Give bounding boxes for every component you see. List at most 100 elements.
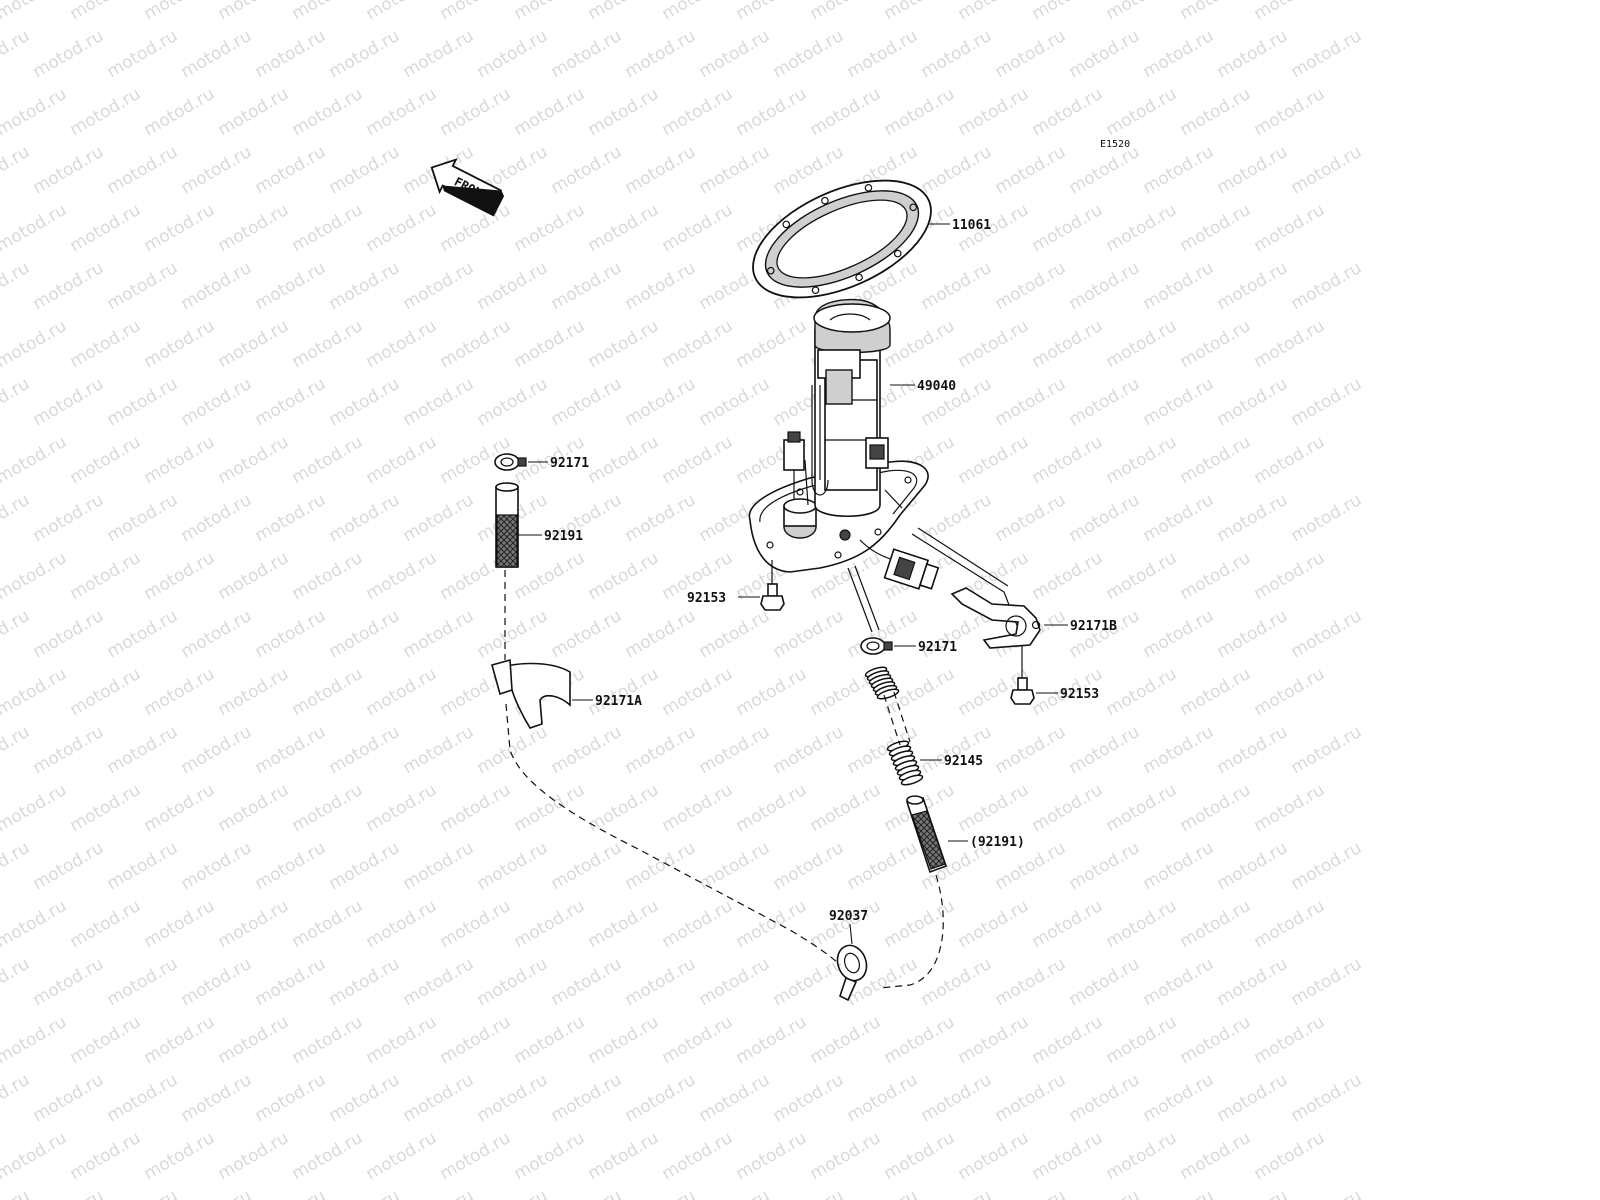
watermark-text: motod.ru — [585, 1128, 663, 1184]
watermark-text: motod.ru — [770, 26, 848, 82]
watermark-text: motod.ru — [659, 780, 737, 836]
watermark-text: motod.ru — [474, 838, 552, 894]
watermark-text: motod.ru — [1066, 374, 1144, 430]
clamp-top — [494, 453, 527, 471]
watermark-text: motod.ru — [289, 0, 367, 24]
watermark-text: motod.ru — [1214, 838, 1292, 894]
watermark-text: motod.ru — [1103, 432, 1181, 488]
watermark-text: motod.ru — [807, 780, 885, 836]
watermark-text: motod.ru — [326, 606, 404, 662]
watermark-text: motod.ru — [844, 1186, 922, 1200]
watermark-text: motod.ru — [1214, 1070, 1292, 1126]
watermark-text: motod.ru — [548, 26, 626, 82]
watermark-text: motod.ru — [215, 1128, 293, 1184]
watermark-text: motod.ru — [0, 26, 33, 82]
watermark-text: motod.ru — [696, 1070, 774, 1126]
watermark-text: motod.ru — [474, 374, 552, 430]
watermark-text: motod.ru — [918, 490, 996, 546]
watermark-text: motod.ru — [289, 84, 367, 140]
watermark-text: motod.ru — [104, 26, 182, 82]
watermark-text: motod.ru — [437, 316, 515, 372]
watermark-text: motod.ru — [0, 84, 70, 140]
watermark-text: motod.ru — [1288, 838, 1366, 894]
watermark-text: motod.ru — [1103, 548, 1181, 604]
watermark-text: motod.ru — [1251, 896, 1329, 952]
watermark-text: motod.ru — [178, 954, 256, 1010]
watermark-text: motod.ru — [400, 954, 478, 1010]
watermark-text: motod.ru — [400, 606, 478, 662]
watermark-text: motod.ru — [511, 84, 589, 140]
watermark-text: motod.ru — [30, 954, 108, 1010]
watermark-text: motod.ru — [141, 1128, 219, 1184]
watermark-text: motod.ru — [252, 26, 330, 82]
watermark-text: motod.ru — [104, 838, 182, 894]
watermark-text: motod.ru — [0, 896, 70, 952]
watermark-text: motod.ru — [918, 1070, 996, 1126]
watermark-text: motod.ru — [178, 838, 256, 894]
watermark-text: motod.ru — [622, 26, 700, 82]
watermark-text: motod.ru — [0, 200, 70, 256]
watermark-text: motod.ru — [141, 432, 219, 488]
watermark-text: motod.ru — [0, 664, 70, 720]
watermark-text: motod.ru — [67, 548, 145, 604]
watermark-text: motod.ru — [696, 1186, 774, 1200]
watermark-text: motod.ru — [881, 896, 959, 952]
watermark-text: motod.ru — [67, 896, 145, 952]
watermark-text: motod.ru — [659, 84, 737, 140]
watermark-text: motod.ru — [955, 896, 1033, 952]
watermark-text: motod.ru — [0, 374, 33, 430]
watermark-text: motod.ru — [659, 664, 737, 720]
watermark-text: motod.ru — [1288, 26, 1366, 82]
watermark-text: motod.ru — [992, 258, 1070, 314]
watermark-text: motod.ru — [215, 548, 293, 604]
watermark-text: motod.ru — [437, 1012, 515, 1068]
watermark-text: motod.ru — [67, 1012, 145, 1068]
label-11061: 11061 — [952, 218, 991, 233]
watermark-text: motod.ru — [844, 26, 922, 82]
watermark-text: motod.ru — [511, 200, 589, 256]
watermark-text: motod.ru — [252, 258, 330, 314]
watermark-text: motod.ru — [807, 1128, 885, 1184]
watermark-text: motod.ru — [0, 606, 33, 662]
watermark-text: motod.ru — [67, 1128, 145, 1184]
watermark-text: motod.ru — [585, 896, 663, 952]
diagram-code: E1520 — [1100, 139, 1130, 150]
watermark-text: motod.ru — [1103, 1012, 1181, 1068]
watermark-text: motod.ru — [1103, 316, 1181, 372]
watermark-text: motod.ru — [844, 606, 922, 662]
watermark-text: motod.ru — [511, 780, 589, 836]
watermark-text: motod.ru — [1140, 1070, 1218, 1126]
watermark-text: motod.ru — [1029, 432, 1107, 488]
watermark-text: motod.ru — [1214, 258, 1292, 314]
watermark-text: motod.ru — [30, 26, 108, 82]
watermark-text: motod.ru — [1177, 1128, 1255, 1184]
watermark-text: motod.ru — [1177, 896, 1255, 952]
watermark-text: motod.ru — [955, 432, 1033, 488]
watermark-text: motod.ru — [511, 548, 589, 604]
watermark-text: motod.ru — [30, 142, 108, 198]
watermark-text: motod.ru — [659, 1128, 737, 1184]
watermark-text: motod.ru — [733, 1012, 811, 1068]
watermark-text: motod.ru — [437, 780, 515, 836]
watermark-text: motod.ru — [326, 954, 404, 1010]
watermark-text: motod.ru — [1177, 548, 1255, 604]
watermark-text: motod.ru — [1214, 142, 1292, 198]
watermark-text: motod.ru — [363, 1128, 441, 1184]
watermark-text: motod.ru — [955, 0, 1033, 24]
watermark-text: motod.ru — [326, 490, 404, 546]
watermark-text: motod.ru — [733, 1128, 811, 1184]
watermark-text: motod.ru — [992, 142, 1070, 198]
watermark-text: motod.ru — [215, 432, 293, 488]
watermark-text: motod.ru — [696, 26, 774, 82]
watermark-text: motod.ru — [178, 1186, 256, 1200]
watermark-text: motod.ru — [474, 1070, 552, 1126]
watermark-text: motod.ru — [252, 490, 330, 546]
watermark-text: motod.ru — [474, 1186, 552, 1200]
watermark-text: motod.ru — [363, 316, 441, 372]
watermark-text: motod.ru — [548, 374, 626, 430]
watermark-text: motod.ru — [918, 1186, 996, 1200]
watermark-text: motod.ru — [1140, 374, 1218, 430]
watermark-text: motod.ru — [585, 200, 663, 256]
watermark-text: motod.ru — [511, 0, 589, 24]
watermark-text: motod.ru — [0, 1012, 70, 1068]
